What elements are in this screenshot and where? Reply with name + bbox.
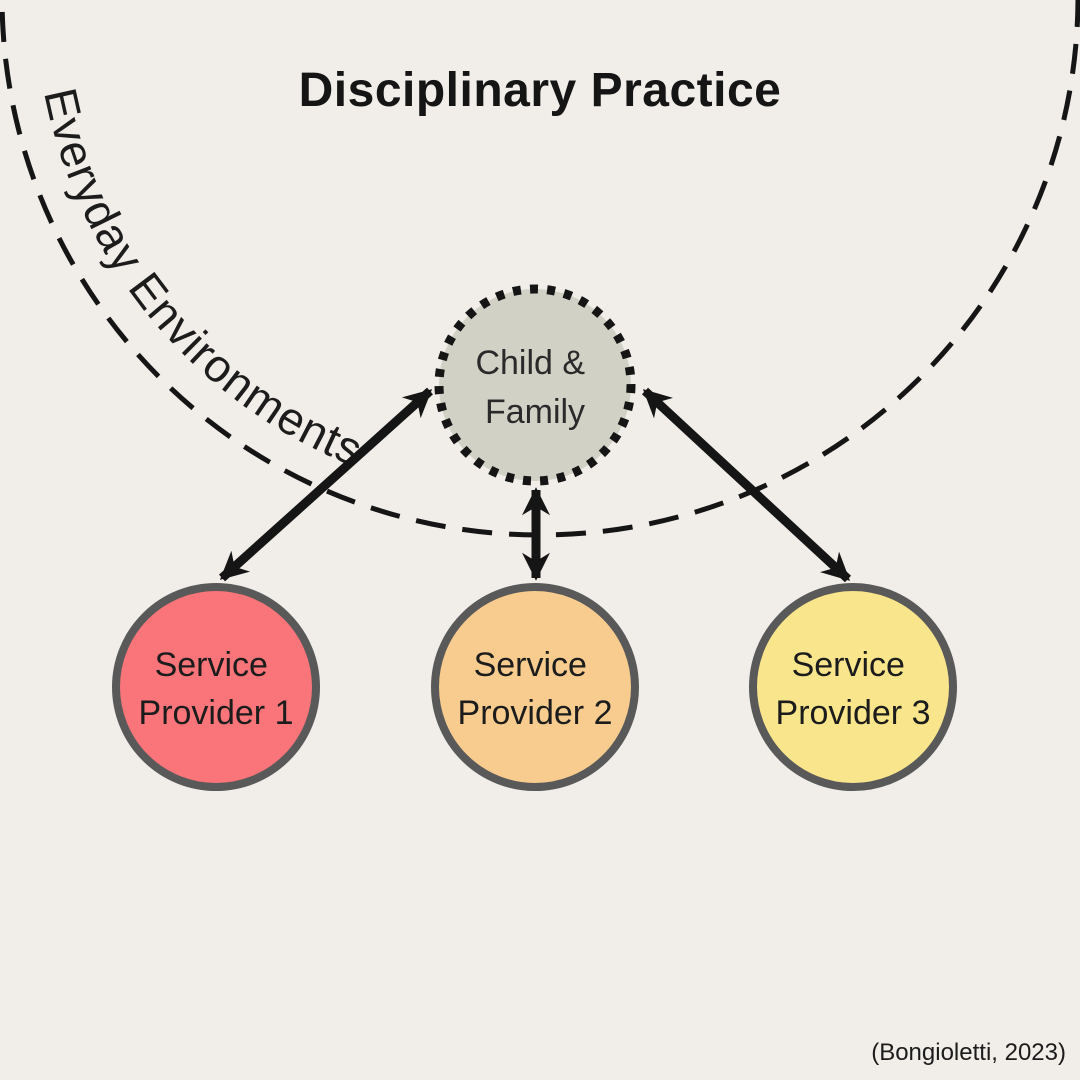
sp1-line2: Provider 1 xyxy=(139,694,294,732)
service-provider-3-label: Service Provider 3 xyxy=(776,646,931,732)
sp2-line2: Provider 2 xyxy=(458,694,613,732)
sp1-line1: Service xyxy=(155,646,268,684)
arrow-child-sp1 xyxy=(218,387,434,582)
sp2-line1: Service xyxy=(474,646,587,684)
service-provider-1-circle xyxy=(112,583,320,791)
child-family-line2: Family xyxy=(485,393,585,431)
service-provider-1-label: Service Provider 1 xyxy=(139,646,294,732)
service-provider-1-node: Service Provider 1 xyxy=(112,583,320,791)
service-provider-3-node: Service Provider 3 xyxy=(749,583,957,791)
sp3-line2: Provider 3 xyxy=(776,694,931,732)
arrow-child-sp3 xyxy=(641,387,852,583)
child-family-line1: Child & xyxy=(475,344,585,382)
service-provider-2-circle xyxy=(431,583,639,791)
service-provider-2-label: Service Provider 2 xyxy=(458,646,613,732)
service-provider-3-circle xyxy=(749,583,957,791)
child-family-circle xyxy=(434,284,636,486)
attribution: (Bongioletti, 2023) xyxy=(871,1039,1066,1066)
service-provider-2-node: Service Provider 2 xyxy=(431,583,639,791)
sp3-line1: Service xyxy=(792,646,905,684)
page-title: Disciplinary Practice xyxy=(299,64,782,117)
child-family-node: Child & Family xyxy=(434,284,636,486)
child-family-label: Child & Family xyxy=(475,344,594,431)
